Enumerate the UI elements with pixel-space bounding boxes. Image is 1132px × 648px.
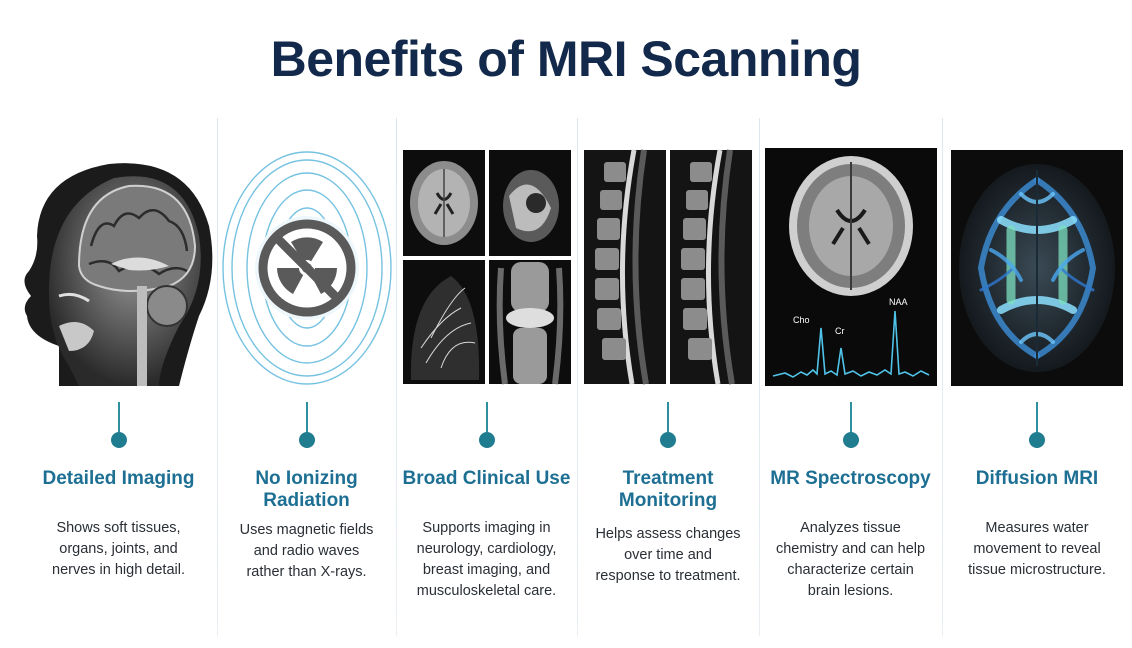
benefit-description: Measures water movement to reveal tissue… [942,518,1132,581]
multi-organ-mri-icon [400,148,573,386]
benefit-description: Shows soft tissues, organs, joints, and … [20,518,217,581]
desc-line: characterize certain [787,562,914,578]
timeline-stem [485,402,488,432]
heading-line: Treatment [622,468,714,489]
desc-line: Uses magnetic fields [239,522,374,538]
desc-line: Helps assess changes [595,526,741,542]
column-divider [396,118,397,636]
benefit-heading: Treatment Monitoring [577,468,759,512]
benefit-heading: No Ionizing Radiation [217,468,396,512]
benefit-description: Supports imaging in neurology, cardiolog… [396,518,577,602]
benefit-description: Uses magnetic fields and radio waves rat… [217,520,396,583]
benefit-no-ionizing-radiation: No Ionizing Radiation Uses magnetic fiel… [217,118,396,638]
timeline-stem [667,402,669,432]
benefit-treatment-monitoring: Treatment Monitoring Helps assess change… [577,118,759,638]
desc-line: over time and [624,547,712,563]
benefit-heading: Broad Clinical Use [402,468,571,489]
timeline-stem [849,402,852,432]
spectroscopy-brain-icon: Cho Cr NAA [764,148,937,386]
spine-mri-icon [582,148,754,386]
timeline-dot [660,432,676,448]
column-divider [942,118,943,636]
timeline-stem [117,402,120,432]
no-radiation-icon [221,148,393,386]
column-divider [577,118,578,636]
benefit-heading: MR Spectroscopy [770,468,931,489]
peak-label: NAA [889,297,908,307]
heading-line: No Ionizing [255,468,358,489]
desc-line: tissue microstructure. [968,562,1106,578]
page-title: Benefits of MRI Scanning [270,31,862,87]
desc-line: and radio waves [253,543,360,559]
benefit-broad-clinical-use: Broad Clinical Use Supports imaging in n… [396,118,577,638]
desc-line: nerves in high detail. [52,562,185,578]
column-divider [759,118,760,636]
heading-line: Radiation [263,490,350,511]
desc-line: rather than X-rays. [246,564,367,580]
timeline-dot [478,432,495,448]
benefit-heading: Diffusion MRI [975,468,1099,489]
column-divider [217,118,218,636]
timeline-dot [1029,432,1045,448]
timeline-stem [305,402,308,432]
desc-line: Analyzes tissue [800,520,901,536]
head-sagittal-mri-icon [19,146,219,386]
timeline-dot [110,432,127,448]
benefit-detailed-imaging: Detailed Imaging Shows soft tissues, org… [20,118,217,638]
peak-label: Cho [793,315,810,325]
timeline-stem [1036,402,1038,432]
desc-line: neurology, cardiology, [416,541,557,557]
benefit-heading: Detailed Imaging [42,468,195,489]
timeline-dot [842,432,859,448]
desc-line: Measures water [985,520,1089,536]
benefit-description: Analyzes tissue chemistry and can help c… [759,518,942,602]
desc-line: breast imaging, and [422,562,551,578]
desc-line: brain lesions. [807,583,894,599]
desc-line: Supports imaging in [422,520,551,536]
benefit-diffusion-mri: Diffusion MRI Measures water movement to… [942,118,1132,638]
heading-line: Monitoring [618,490,718,511]
desc-line: musculoskeletal care. [416,583,557,599]
benefit-mr-spectroscopy: Cho Cr NAA MR Spectroscopy Analyzes tiss… [759,118,942,638]
benefit-description: Helps assess changes over time and respo… [577,524,759,587]
desc-line: chemistry and can help [775,541,926,557]
desc-line: response to treatment. [595,568,741,584]
peak-label: Cr [835,326,845,336]
desc-line: Shows soft tissues, [56,520,181,536]
desc-line: organs, joints, and [59,541,178,557]
diffusion-brain-icon [951,150,1123,386]
timeline-dot [298,432,315,448]
desc-line: movement to reveal [973,541,1101,557]
